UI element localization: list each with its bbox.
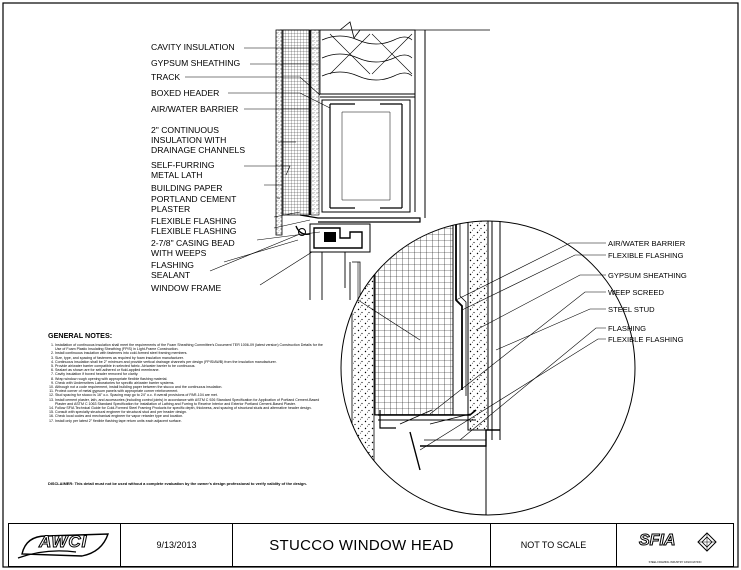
label-track: TRACK [151,72,180,82]
general-notes: GENERAL NOTES: Installation of continuou… [48,331,328,423]
label-continuous-insulation-1: 2" CONTINUOUS [151,125,219,135]
label-self-furring-2: METAL LATH [151,170,202,180]
note-item: Stud spacing for stucco is 16" o.c. Spac… [55,393,328,397]
label-cavity-insulation: CAVITY INSULATION [151,42,235,52]
sfia-emblem-icon [697,532,717,552]
note-item: Consult with specialty structural engine… [55,410,328,414]
enlarged-detail [340,220,636,516]
label-flexible-flashing-2: FLEXIBLE FLASHING [151,226,237,236]
awci-logo-text: AWCI [38,532,88,552]
note-item: Install continuous insulation with faste… [55,351,328,355]
drawing-title: STUCCO WINDOW HEAD [269,536,454,554]
note-item: Wrap window rough opening with appropria… [55,377,328,381]
label-air-water-barrier: AIR/WATER BARRIER [151,104,238,114]
label-boxed-header: BOXED HEADER [151,88,219,98]
left-labels: CAVITY INSULATION GYPSUM SHEATHING TRACK… [151,42,245,293]
notes-title: GENERAL NOTES: [48,331,113,340]
label-continuous-insulation-3: DRAINAGE CHANNELS [151,145,245,155]
detail-label-weep-screed: WEEP SCREED [608,288,664,297]
note-item: Protect corner of metal gypsum panels wi… [55,389,328,393]
note-item: Although not a code requirement, install… [55,385,328,389]
sfia-logo-text: SFIA [638,532,676,550]
detail-label-flexible-flashing-1: FLEXIBLE FLASHING [608,251,684,260]
detail-label-flashing: FLASHING [608,324,646,333]
label-building-paper: BUILDING PAPER [151,183,222,193]
detail-leaders [357,242,606,451]
detail-label-flexible-flashing-2: FLEXIBLE FLASHING [608,335,684,344]
note-item: Check local codes and mechanical enginee… [55,414,328,418]
note-item: Install only per latest 2" flexible flas… [55,419,328,423]
note-item: Follow SFIA Technical Guide for Cold-For… [55,406,328,410]
note-item: Cavity insulation if boxed header remove… [55,372,328,376]
drawing-scale: NOT TO SCALE [520,540,587,550]
label-gypsum-sheathing: GYPSUM SHEATHING [151,58,240,68]
date-cell: 9/13/2013 [121,524,233,566]
label-casing-bead-2: WITH WEEPS [151,248,207,258]
sfia-logo-subtitle: STEEL FRAMING INDUSTRY ASSOCIATION [648,561,702,564]
detail-label-steel-stud: STEEL STUD [608,305,655,314]
note-item: Install cement plaster, lath, and access… [55,398,328,406]
title-block: AWCI 9/13/2013 STUCCO WINDOW HEAD NOT TO… [8,523,734,567]
note-item: Check with Underwriters Laboratories for… [55,381,328,385]
label-casing-bead-1: 2-7/8" CASING BEAD [151,238,235,248]
awci-logo [17,533,109,559]
detail-label-air-water-barrier: AIR/WATER BARRIER [608,239,686,248]
label-continuous-insulation-2: INSULATION WITH [151,135,226,145]
note-item: Continuous insulation shall be 2" minimu… [55,360,328,364]
label-portland-cement-2: PLASTER [151,204,190,214]
note-item: Sealant as shown are for self-adhered or… [55,368,328,372]
label-flashing: FLASHING [151,260,194,270]
scale-cell: NOT TO SCALE [491,524,617,566]
note-item: Installation of continuous insulation sh… [55,343,328,351]
awci-logo-cell: AWCI [9,524,121,566]
note-item: Size, type, and spacing of fasteners as … [55,356,328,360]
left-leaders [185,47,331,286]
label-window-frame: WINDOW FRAME [151,283,221,293]
label-flexible-flashing-1: FLEXIBLE FLASHING [151,216,237,226]
drawing-date: 9/13/2013 [156,540,197,550]
note-item: Provide air/water barrier compatible in … [55,364,328,368]
label-self-furring-1: SELF-FURRING [151,160,215,170]
detail-labels: AIR/WATER BARRIER FLEXIBLE FLASHING GYPS… [608,239,687,344]
detail-label-gypsum-sheathing: GYPSUM SHEATHING [608,271,687,280]
label-portland-cement-1: PORTLAND CEMENT [151,194,237,204]
sfia-logo-cell: SFIA STEEL FRAMING INDUSTRY ASSOCIATION [617,524,733,566]
disclaimer: DISCLAIMER: This detail must not be used… [48,481,307,486]
title-cell: STUCCO WINDOW HEAD [233,524,491,566]
notes-list: Installation of continuous insulation sh… [48,343,328,423]
wall-section [275,21,490,300]
label-sealant: SEALANT [151,270,191,280]
